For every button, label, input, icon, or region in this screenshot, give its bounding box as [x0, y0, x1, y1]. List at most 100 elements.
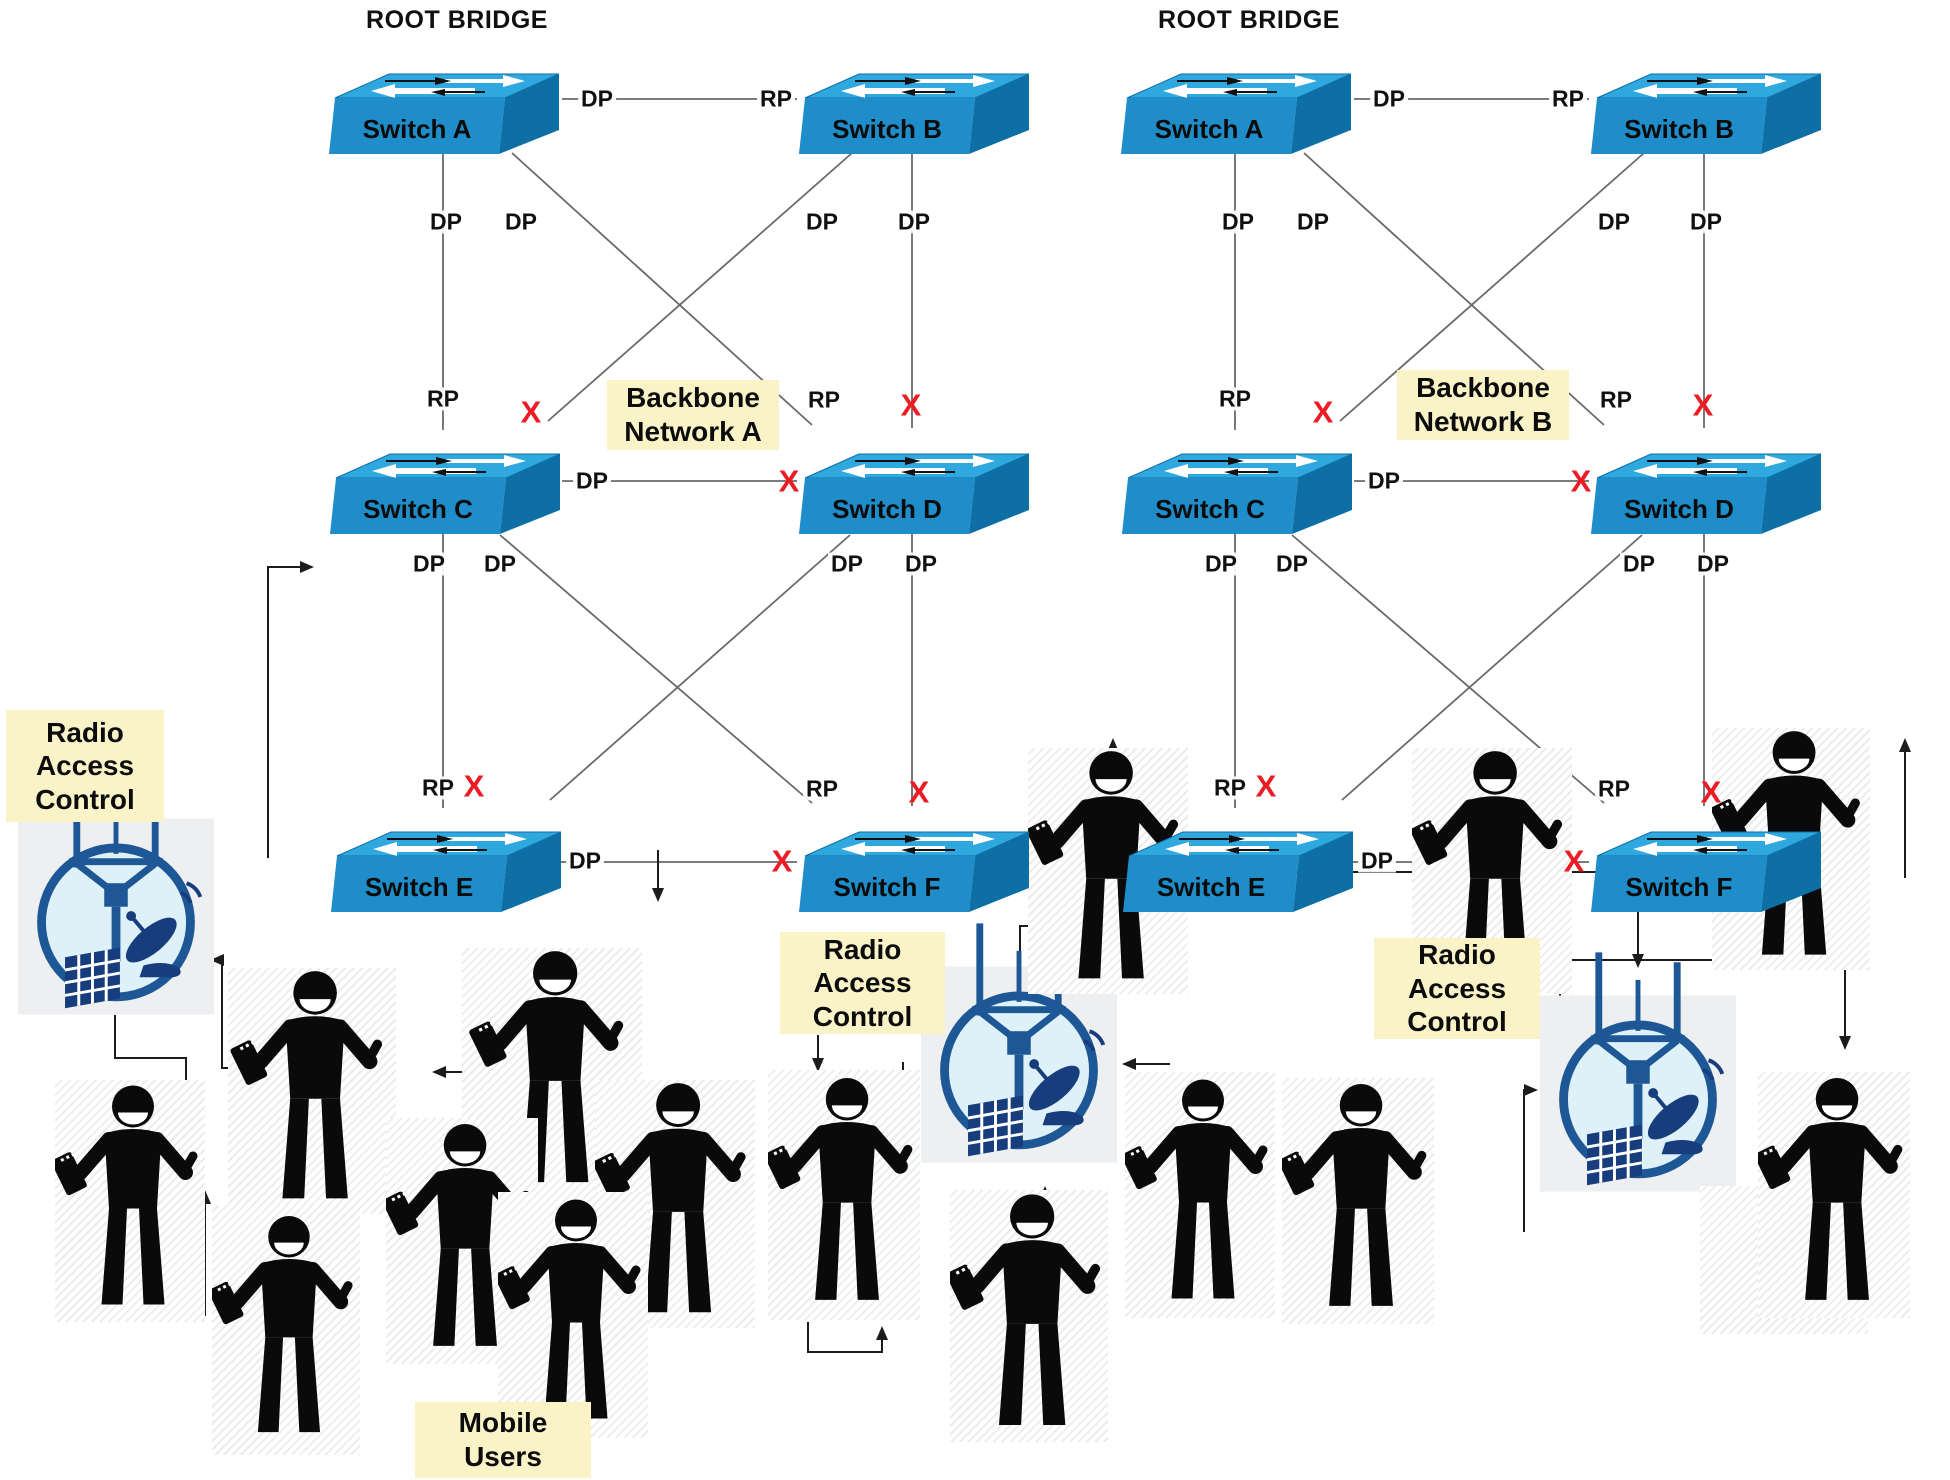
port-label-rp-network-a: RP [757, 87, 795, 111]
mobile-user-person-12 [1282, 1078, 1434, 1324]
root-bridge-label-network-b: ROOT BRIDGE [1158, 6, 1340, 34]
switch-icon-b-network-a: Switch B [795, 48, 1029, 154]
switch-label-d-network-b: Switch D [1624, 494, 1734, 524]
blocked-port-x-network-a: X [908, 774, 930, 810]
port-label-dp-network-a: DP [410, 552, 448, 576]
mobile-user-person-11 [1125, 1072, 1275, 1318]
switch-icon-c-network-b: Switch C [1118, 428, 1352, 534]
backbone-network-label-a: Backbone Network A [607, 380, 779, 450]
switch-icon-d-network-b: Switch D [1587, 428, 1821, 534]
switch-label-e-network-b: Switch E [1157, 872, 1265, 902]
link-c-f-network-a [499, 534, 813, 804]
switch-label-c-network-a: Switch C [363, 494, 473, 524]
link-b-c-network-a [547, 152, 853, 422]
mobile-user-person-7 [498, 1192, 648, 1438]
link-d-e-network-b [1341, 534, 1643, 801]
switch-label-f-network-a: Switch F [834, 872, 941, 902]
satellite-dish-icon [18, 775, 214, 1015]
mobile-user-person-2 [228, 968, 396, 1214]
blocked-port-x-network-b: X [1312, 394, 1334, 430]
port-label-rp-network-a: RP [424, 387, 462, 411]
port-label-dp-network-b: DP [1694, 552, 1732, 576]
port-label-dp-network-a: DP [502, 210, 540, 234]
blocked-port-x-network-a: X [771, 843, 793, 879]
blocked-port-x-network-a: X [900, 387, 922, 423]
link-b-c-network-b [1339, 152, 1645, 422]
mobile-user-person-3 [462, 948, 642, 1198]
blocked-port-x-network-b: X [1563, 843, 1585, 879]
port-label-rp-network-b: RP [1597, 388, 1635, 412]
port-label-dp-network-a: DP [427, 210, 465, 234]
link-d-e-network-a [549, 534, 851, 801]
switch-label-f-network-b: Switch F [1626, 872, 1733, 902]
mobile-user-person-9 [950, 1190, 1108, 1442]
connector-arrow-13 [1523, 1084, 1538, 1232]
port-label-dp-network-a: DP [902, 552, 940, 576]
satellite-dish-icon [1540, 952, 1736, 1192]
switch-icon-c-network-a: Switch C [326, 428, 560, 534]
mobile-user-person-5 [212, 1205, 360, 1455]
mobile-user-person-8 [768, 1070, 920, 1320]
switch-icon-e-network-b: Switch E [1119, 806, 1353, 912]
switch-icon-e-network-a: Switch E [327, 806, 561, 912]
blocked-port-x-network-a: X [778, 463, 800, 499]
switch-label-a-network-a: Switch A [363, 114, 472, 144]
mobile-users-label: Mobile Users [415, 1402, 591, 1478]
mobile-user-person-1 [55, 1080, 205, 1322]
switch-label-b-network-a: Switch B [832, 114, 942, 144]
switch-label-e-network-a: Switch E [365, 872, 473, 902]
port-label-rp-network-a: RP [803, 777, 841, 801]
radio-access-control-node-3 [1540, 938, 1736, 1204]
port-label-dp-network-a: DP [578, 87, 616, 111]
port-label-rp-network-b: RP [1216, 387, 1254, 411]
backbone-network-label-b: Backbone Network B [1397, 370, 1569, 440]
blocked-port-x-network-a: X [520, 394, 542, 430]
port-label-dp-network-b: DP [1365, 469, 1403, 493]
port-label-dp-network-b: DP [1202, 552, 1240, 576]
port-label-dp-network-b: DP [1620, 552, 1658, 576]
radio-access-control-label-3: Radio Access Control [1374, 938, 1540, 1039]
radio-access-control-label-1: Radio Access Control [6, 710, 164, 822]
switch-label-d-network-a: Switch D [832, 494, 942, 524]
switch-label-b-network-b: Switch B [1624, 114, 1734, 144]
blocked-port-x-network-b: X [1255, 768, 1277, 804]
connector-arrow-2 [114, 1015, 192, 1100]
switch-label-c-network-b: Switch C [1155, 494, 1265, 524]
connector-arrow-1 [267, 561, 314, 858]
port-label-dp-network-a: DP [481, 552, 519, 576]
blocked-port-x-network-a: X [463, 768, 485, 804]
blocked-port-x-network-b: X [1570, 463, 1592, 499]
port-label-dp-network-a: DP [803, 210, 841, 234]
port-label-dp-network-a: DP [573, 469, 611, 493]
port-label-rp-network-a: RP [419, 776, 457, 800]
mobile-user-person-15 [1758, 1072, 1910, 1318]
switch-icon-a-network-b: Switch A [1117, 48, 1351, 154]
connector-arrow-17 [807, 1322, 888, 1353]
port-label-rp-network-a: RP [805, 388, 843, 412]
switch-icon-b-network-b: Switch B [1587, 48, 1821, 154]
switch-icon-f-network-b: Switch F [1587, 806, 1821, 912]
switch-icon-f-network-a: Switch F [795, 806, 1029, 912]
port-label-rp-network-b: RP [1549, 87, 1587, 111]
port-label-dp-network-b: DP [1595, 210, 1633, 234]
port-label-dp-network-a: DP [895, 210, 933, 234]
port-label-dp-network-b: DP [1370, 87, 1408, 111]
radio-access-control-label-2: Radio Access Control [780, 932, 945, 1034]
port-label-rp-network-b: RP [1595, 777, 1633, 801]
root-bridge-label-network-a: ROOT BRIDGE [366, 6, 548, 34]
port-label-dp-network-b: DP [1358, 849, 1396, 873]
switch-icon-a-network-a: Switch A [325, 48, 559, 154]
port-label-dp-network-a: DP [828, 552, 866, 576]
radio-access-control-node-1 [18, 770, 214, 1018]
port-label-dp-network-b: DP [1273, 552, 1311, 576]
port-label-dp-network-b: DP [1687, 210, 1725, 234]
port-label-rp-network-b: RP [1211, 776, 1249, 800]
switch-label-a-network-b: Switch A [1155, 114, 1264, 144]
blocked-port-x-network-b: X [1700, 774, 1722, 810]
port-label-dp-network-a: DP [566, 849, 604, 873]
port-label-dp-network-b: DP [1294, 210, 1332, 234]
blocked-port-x-network-b: X [1692, 387, 1714, 423]
switch-icon-d-network-a: Switch D [795, 428, 1029, 534]
link-a-d-network-a [511, 152, 813, 426]
